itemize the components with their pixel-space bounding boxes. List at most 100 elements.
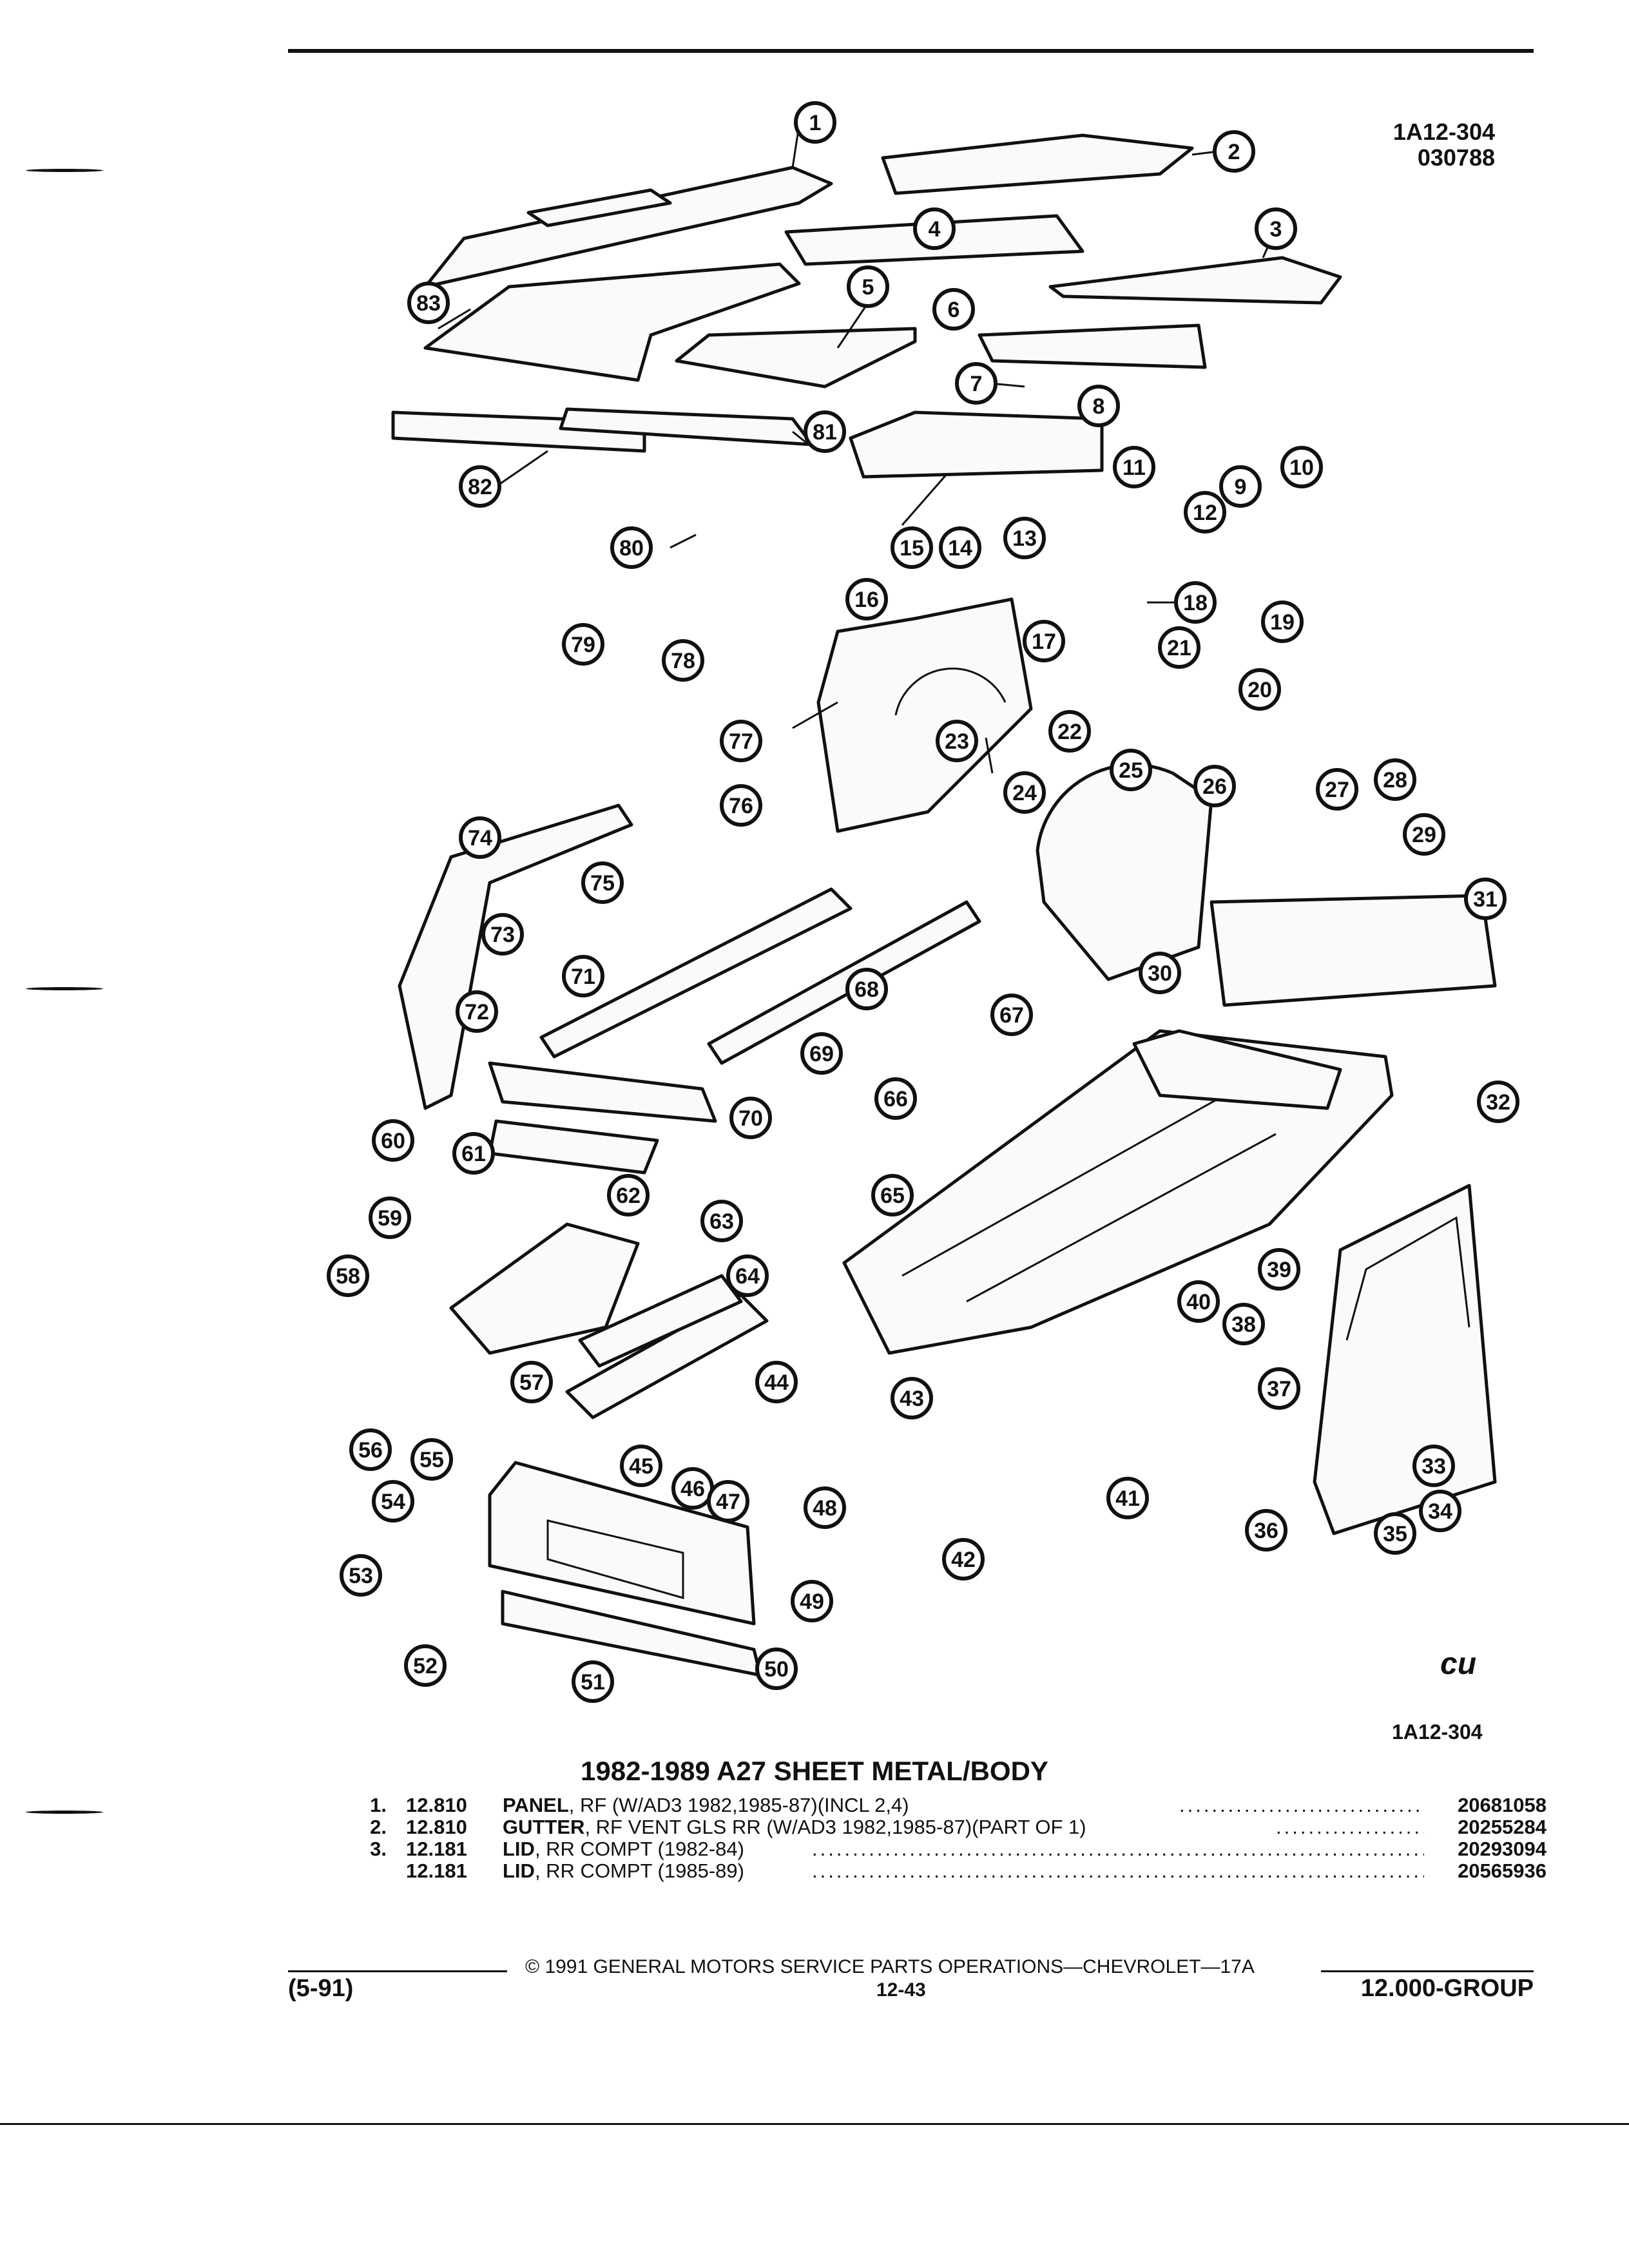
footer-rule-right — [1321, 1970, 1534, 1972]
group-number: 12.810 — [406, 1816, 467, 1838]
svg-text:47: 47 — [716, 1490, 740, 1514]
callout-45: 45 — [620, 1445, 662, 1487]
svg-text:18: 18 — [1183, 591, 1208, 615]
publisher-logo: cu — [1440, 1647, 1477, 1681]
svg-text:73: 73 — [490, 923, 515, 947]
svg-text:25: 25 — [1119, 758, 1143, 783]
svg-text:40: 40 — [1186, 1290, 1211, 1314]
svg-text:11: 11 — [1123, 456, 1146, 480]
svg-text:52: 52 — [413, 1654, 438, 1678]
group-number: 12.810 — [406, 1794, 467, 1816]
callout-10: 10 — [1280, 446, 1323, 488]
svg-text:74: 74 — [468, 826, 492, 850]
callout-2: 2 — [1213, 130, 1255, 173]
callout-67: 67 — [990, 994, 1033, 1036]
part-number: 20293094 — [1458, 1838, 1547, 1860]
callout-32: 32 — [1477, 1081, 1519, 1123]
callout-27: 27 — [1316, 768, 1358, 811]
callout-1: 1 — [794, 101, 836, 144]
callout-19: 19 — [1261, 601, 1304, 643]
callout-50: 50 — [755, 1648, 798, 1690]
svg-text:50: 50 — [764, 1657, 789, 1682]
group-number: 12.181 — [406, 1860, 467, 1882]
svg-text:51: 51 — [581, 1670, 605, 1695]
part-number: 20565936 — [1458, 1860, 1547, 1882]
callout-69: 69 — [800, 1032, 843, 1075]
callout-5: 5 — [847, 265, 889, 308]
svg-text:37: 37 — [1267, 1377, 1291, 1401]
margin-mark-middle — [26, 987, 103, 990]
svg-text:80: 80 — [619, 536, 644, 561]
svg-text:26: 26 — [1202, 774, 1227, 799]
part-description: LID, RR COMPT (1985-89) — [503, 1860, 744, 1882]
callout-80: 80 — [610, 526, 653, 569]
callout-82: 82 — [459, 465, 501, 508]
callout-79: 79 — [562, 623, 604, 666]
leader-dots: ........................................… — [1179, 1794, 1424, 1816]
svg-text:63: 63 — [709, 1209, 734, 1234]
svg-text:21: 21 — [1167, 636, 1191, 660]
footer-rule-left — [288, 1970, 507, 1972]
parts-row: 2. 12.810 GUTTER, RF VENT GLS RR (W/AD3 … — [361, 1816, 1547, 1838]
svg-text:49: 49 — [800, 1590, 824, 1614]
callout-60: 60 — [372, 1119, 414, 1162]
leader-dots: ........................................… — [812, 1860, 1424, 1882]
part-name: PANEL — [503, 1794, 569, 1816]
svg-text:12: 12 — [1193, 501, 1217, 525]
callout-39: 39 — [1258, 1248, 1300, 1291]
svg-text:7: 7 — [970, 372, 983, 396]
callout-23: 23 — [936, 720, 978, 762]
parts-row: 1. 12.810 PANEL, RF (W/AD3 1982,1985-87)… — [361, 1794, 1547, 1816]
copyright-notice: © 1991 GENERAL MOTORS SERVICE PARTS OPER… — [525, 1956, 1255, 1977]
callout-13: 13 — [1003, 517, 1046, 559]
callout-8: 8 — [1077, 385, 1120, 427]
callout-43: 43 — [891, 1377, 933, 1419]
top-rule — [288, 49, 1534, 53]
svg-text:59: 59 — [378, 1206, 402, 1231]
callout-31: 31 — [1464, 878, 1507, 920]
item-number: 1. — [370, 1794, 387, 1816]
svg-text:29: 29 — [1412, 823, 1436, 847]
svg-text:75: 75 — [590, 871, 615, 896]
part-shapes — [391, 133, 1497, 1677]
callout-73: 73 — [481, 913, 524, 956]
callout-49: 49 — [791, 1580, 833, 1622]
parts-table: 1. 12.810 PANEL, RF (W/AD3 1982,1985-87)… — [361, 1794, 1547, 1882]
bottom-rule — [0, 2123, 1629, 2125]
callout-4: 4 — [913, 207, 956, 250]
callout-77: 77 — [720, 720, 762, 762]
svg-text:17: 17 — [1032, 629, 1056, 654]
svg-text:24: 24 — [1012, 781, 1037, 805]
callout-81: 81 — [804, 410, 846, 453]
svg-text:23: 23 — [945, 729, 969, 754]
svg-text:16: 16 — [854, 588, 879, 612]
callout-46: 46 — [671, 1467, 714, 1510]
svg-text:45: 45 — [629, 1454, 653, 1479]
callout-53: 53 — [340, 1554, 382, 1597]
svg-text:60: 60 — [381, 1129, 405, 1153]
svg-text:57: 57 — [519, 1370, 544, 1395]
callout-34: 34 — [1419, 1490, 1461, 1532]
svg-text:68: 68 — [854, 977, 879, 1002]
callout-37: 37 — [1258, 1367, 1300, 1410]
callout-66: 66 — [874, 1077, 917, 1120]
svg-text:20: 20 — [1248, 678, 1272, 702]
callout-54: 54 — [372, 1480, 414, 1523]
svg-text:62: 62 — [616, 1184, 641, 1208]
part-name: LID — [503, 1838, 535, 1860]
parts-table-title: 1982-1989 A27 SHEET METAL/BODY — [581, 1756, 1048, 1786]
svg-text:56: 56 — [358, 1438, 383, 1463]
callout-20: 20 — [1239, 668, 1281, 711]
callout-70: 70 — [729, 1097, 772, 1139]
exploded-parts-diagram: 1 2 3 4 5 6 7 8 9 10 11 12 13 14 15 16 1… — [327, 101, 1519, 1703]
svg-text:35: 35 — [1383, 1522, 1407, 1546]
callout-22: 22 — [1048, 710, 1091, 753]
part-description: PANEL, RF (W/AD3 1982,1985-87)(INCL 2,4) — [503, 1794, 909, 1816]
callout-6: 6 — [932, 288, 975, 331]
svg-text:33: 33 — [1422, 1454, 1446, 1479]
callout-36: 36 — [1245, 1509, 1287, 1552]
svg-text:71: 71 — [571, 965, 595, 989]
svg-text:72: 72 — [465, 1000, 489, 1024]
part-number: 20681058 — [1458, 1794, 1547, 1816]
parts-row: 3. 12.181 LID, RR COMPT (1982-84) ......… — [361, 1838, 1547, 1860]
